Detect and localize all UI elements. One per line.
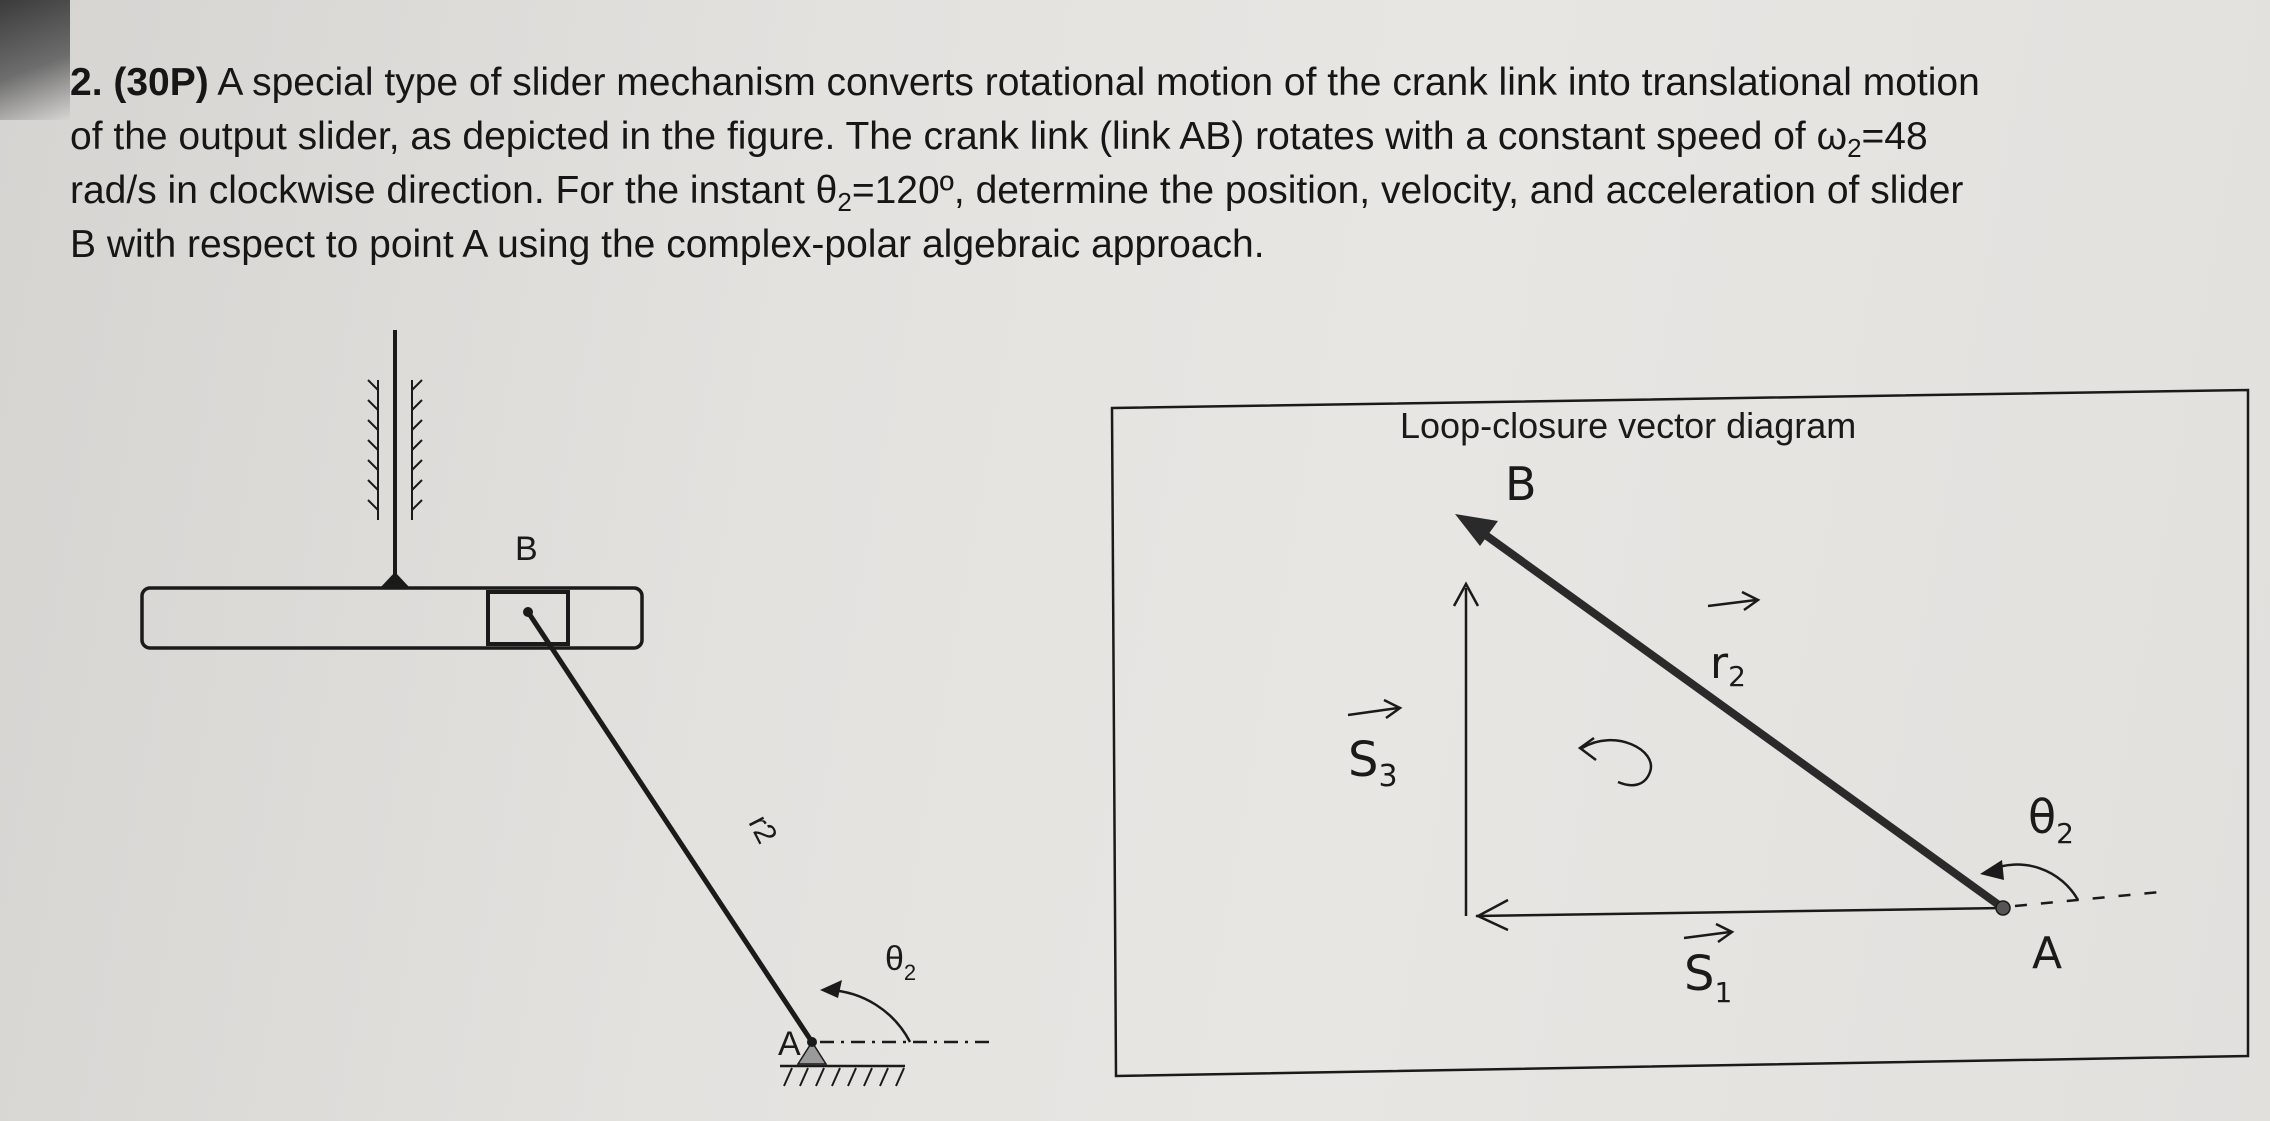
label-a: A bbox=[778, 1025, 801, 1063]
diagram-title: Loop-closure vector diagram bbox=[1400, 405, 1856, 446]
svg-text:θ2: θ2 bbox=[2028, 790, 2074, 850]
ground-pivot bbox=[780, 1037, 905, 1087]
reference-line-right bbox=[2014, 890, 2161, 908]
loop-direction-arrowhead bbox=[1577, 736, 1597, 761]
theta-subscript: 2 bbox=[837, 187, 852, 217]
problem-line-3: rad/s in clockwise direction. For the in… bbox=[70, 169, 1964, 215]
slider-block bbox=[486, 590, 570, 646]
omega-value: =48 bbox=[1861, 115, 1928, 158]
label-b: B bbox=[515, 530, 538, 568]
vector-r2-arrowhead bbox=[1455, 514, 1498, 546]
theta-arc-right bbox=[1989, 863, 2080, 901]
loop-closure-diagram: Loop-closure vector diagram B r2 S3 bbox=[1110, 388, 2250, 1078]
label-a-hand: A bbox=[2032, 928, 2062, 979]
problem-line-4: B with respect to point A using the comp… bbox=[70, 223, 1265, 266]
problem-line-2: of the output slider, as depicted in the… bbox=[70, 115, 1928, 161]
diagram-frame bbox=[1110, 388, 2250, 1078]
problem-line-1: A special type of slider mechanism conve… bbox=[217, 61, 1980, 104]
theta-arrowhead-right bbox=[1980, 860, 2004, 880]
label-s1-hand: S1 bbox=[1683, 922, 1735, 1009]
mechanism-figure: B r2 A θ2 bbox=[140, 330, 992, 1087]
omega-subscript: 2 bbox=[1847, 133, 1862, 163]
theta-arrowhead bbox=[820, 980, 842, 998]
label-r2: r2 bbox=[742, 810, 784, 849]
label-theta-hand: θ2 bbox=[2028, 790, 2074, 850]
joint-a bbox=[1995, 900, 2011, 916]
svg-text:S1: S1 bbox=[1684, 946, 1732, 1009]
label-s3-hand: S3 bbox=[1347, 698, 1403, 794]
label-r2-hand: r2 bbox=[1707, 590, 1761, 693]
slider-bar bbox=[140, 586, 644, 650]
problem-statement: 2. (30P) A special type of slider mechan… bbox=[70, 56, 2230, 272]
vector-r2 bbox=[1470, 522, 2006, 912]
label-theta: θ2 bbox=[885, 940, 916, 985]
vector-s1-arrowhead bbox=[1475, 898, 1509, 932]
loop-direction-arrow bbox=[1581, 738, 1653, 787]
vertical-guide bbox=[367, 330, 423, 588]
problem-line-3-text: rad/s in clockwise direction. For the in… bbox=[70, 169, 838, 212]
label-b-hand: B bbox=[1505, 457, 1537, 511]
problem-line-2-text: of the output slider, as depicted in the… bbox=[70, 115, 1848, 158]
crank-link bbox=[525, 610, 815, 1044]
vector-s1 bbox=[1475, 906, 2004, 918]
binding-shadow bbox=[0, 0, 70, 120]
vector-s3-arrowhead bbox=[1452, 581, 1480, 607]
problem-number: 2. (30P) bbox=[70, 61, 209, 104]
svg-text:S3: S3 bbox=[1348, 732, 1398, 794]
theta-arc bbox=[827, 988, 912, 1043]
problem-line-3-rest: =120º, determine the position, velocity,… bbox=[851, 169, 1964, 212]
svg-text:r2: r2 bbox=[1710, 638, 1746, 693]
